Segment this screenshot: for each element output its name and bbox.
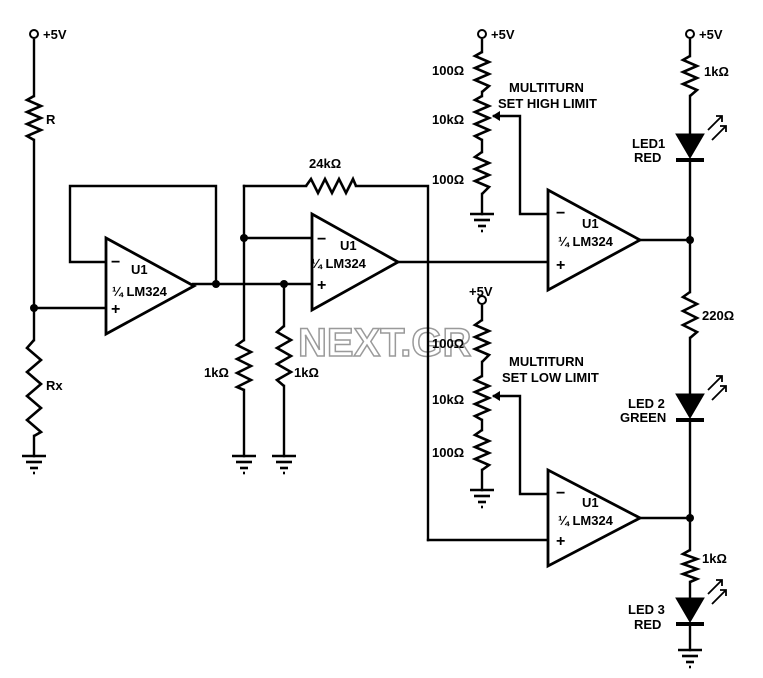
- svg-text:+5V: +5V: [43, 27, 67, 42]
- svg-text:+: +: [556, 533, 565, 550]
- ground-low-divider: [470, 488, 494, 509]
- potentiometer-low: 10kΩ: [432, 374, 500, 422]
- svg-text:¼ LM324: ¼ LM324: [558, 234, 614, 249]
- svg-text:24kΩ: 24kΩ: [309, 156, 341, 171]
- svg-text:100Ω: 100Ω: [432, 445, 464, 460]
- svg-text:U1: U1: [582, 216, 599, 231]
- svg-text:SET HIGH LIMIT: SET HIGH LIMIT: [498, 96, 597, 111]
- svg-text:RED: RED: [634, 150, 661, 165]
- svg-text:100Ω: 100Ω: [432, 63, 464, 78]
- ground-left: [22, 454, 46, 475]
- svg-text:220Ω: 220Ω: [702, 308, 734, 323]
- led2: LED 2 GREEN: [620, 375, 727, 425]
- led1: LED1 RED: [632, 115, 727, 165]
- svg-text:−: −: [556, 205, 565, 222]
- svg-text:LED 2: LED 2: [628, 396, 665, 411]
- svg-text:−: −: [317, 231, 326, 248]
- ground-led-string: [678, 648, 702, 669]
- resistor-led1-series: 1kΩ: [679, 54, 729, 97]
- svg-text:U1: U1: [131, 262, 148, 277]
- svg-text:MULTITURN: MULTITURN: [509, 354, 584, 369]
- high-limit-label: MULTITURN SET HIGH LIMIT: [498, 80, 597, 111]
- svg-text:SET LOW LIMIT: SET LOW LIMIT: [502, 370, 599, 385]
- svg-text:MULTITURN: MULTITURN: [509, 80, 584, 95]
- svg-text:¼ LM324: ¼ LM324: [311, 256, 367, 271]
- low-limit-label: MULTITURN SET LOW LIMIT: [502, 354, 599, 385]
- supply-terminal-high: +5V: [477, 27, 515, 42]
- svg-text:−: −: [556, 485, 565, 502]
- svg-text:Rx: Rx: [46, 378, 63, 393]
- svg-text:+5V: +5V: [699, 27, 723, 42]
- svg-text:+: +: [111, 301, 120, 318]
- svg-text:10kΩ: 10kΩ: [432, 392, 464, 407]
- opamp-amplifier: − + U1 ¼ LM324: [310, 211, 401, 313]
- svg-text:LED1: LED1: [632, 136, 665, 151]
- svg-text:1kΩ: 1kΩ: [702, 551, 727, 566]
- comparator-low: − + U1 ¼ LM324: [546, 467, 644, 569]
- watermark: NEXT.GR: [298, 321, 471, 365]
- opamp-buffer: − + U1 ¼ LM324: [104, 235, 197, 337]
- svg-text:+: +: [556, 257, 565, 274]
- resistor-rx: Rx: [25, 339, 63, 438]
- resistor-1k-a: 1kΩ: [204, 338, 254, 392]
- resistor-high-bottom: 100Ω: [432, 150, 493, 195]
- svg-text:100Ω: 100Ω: [432, 336, 464, 351]
- resistor-220: 220Ω: [680, 290, 734, 339]
- svg-text:1kΩ: 1kΩ: [704, 64, 729, 79]
- svg-text:LED 3: LED 3: [628, 602, 665, 617]
- ground-1k-b: [272, 454, 296, 475]
- supply-terminal-low: +5V: [469, 284, 493, 305]
- resistor-r: R: [23, 94, 56, 142]
- resistor-low-top: 100Ω: [432, 318, 493, 363]
- svg-text:U1: U1: [582, 495, 599, 510]
- svg-text:GREEN: GREEN: [620, 410, 666, 425]
- svg-text:RED: RED: [634, 617, 661, 632]
- svg-text:1kΩ: 1kΩ: [204, 365, 229, 380]
- resistor-24k: 24kΩ: [304, 156, 358, 196]
- resistor-led3-series: 1kΩ: [679, 548, 727, 584]
- svg-text:+: +: [317, 277, 326, 294]
- svg-text:−: −: [111, 254, 120, 271]
- svg-text:1kΩ: 1kΩ: [294, 365, 319, 380]
- junction-dots: [30, 234, 694, 522]
- led3: LED 3 RED: [628, 579, 727, 632]
- svg-text:100Ω: 100Ω: [432, 172, 464, 187]
- svg-text:+5V: +5V: [491, 27, 515, 42]
- wiring: [32, 38, 692, 652]
- svg-text:10kΩ: 10kΩ: [432, 112, 464, 127]
- supply-terminal-left: +5V: [29, 27, 67, 42]
- supply-terminal-led: +5V: [685, 27, 723, 42]
- svg-text:¼ LM324: ¼ LM324: [558, 513, 614, 528]
- resistor-1k-b: 1kΩ: [274, 325, 319, 387]
- ground-1k-a: [232, 454, 256, 475]
- svg-text:U1: U1: [340, 238, 357, 253]
- svg-text:R: R: [46, 112, 56, 127]
- potentiometer-high: 10kΩ: [432, 94, 500, 142]
- ground-high-divider: [470, 212, 494, 233]
- resistor-high-top: 100Ω: [432, 50, 493, 93]
- resistor-low-bottom: 100Ω: [432, 428, 493, 472]
- svg-text:¼ LM324: ¼ LM324: [112, 284, 168, 299]
- comparator-high: − + U1 ¼ LM324: [546, 187, 643, 293]
- svg-text:+5V: +5V: [469, 284, 493, 299]
